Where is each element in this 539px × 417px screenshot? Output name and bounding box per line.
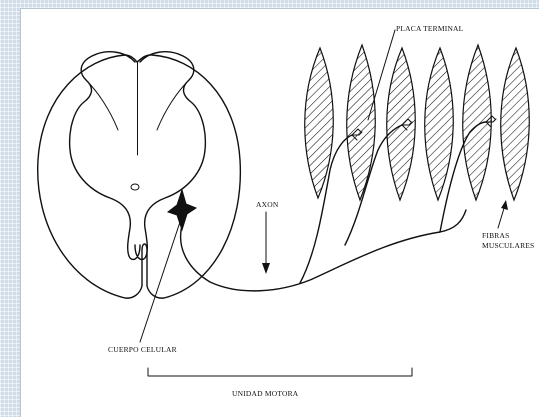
label-musculares: MUSCULARES: [482, 241, 534, 250]
label-fibras: FIBRAS: [482, 231, 509, 240]
spinal-cord-outline: [38, 55, 241, 298]
muscle-fibers: [305, 45, 530, 200]
label-axon: AXON: [256, 200, 279, 209]
muscle-fiber-2: [347, 45, 376, 200]
cuerpo-celular-leader: [140, 222, 180, 342]
muscle-fiber-4: [425, 48, 454, 200]
label-placa-terminal: PLACA TERMINAL: [396, 24, 464, 33]
central-canal: [131, 184, 139, 190]
spinal-cord-section: [38, 52, 241, 298]
fibras-arrow-head: [501, 200, 508, 210]
cell-body: [168, 190, 196, 230]
axon-main: [181, 210, 466, 291]
muscle-fiber-6: [501, 48, 530, 200]
axon-arrow-head: [262, 263, 270, 274]
label-cuerpo-celular: CUERPO CELULAR: [108, 345, 177, 354]
muscle-fiber-3: [387, 48, 416, 200]
label-unidad-motora: UNIDAD MOTORA: [232, 389, 299, 398]
unidad-motora-bracket: [148, 368, 412, 376]
